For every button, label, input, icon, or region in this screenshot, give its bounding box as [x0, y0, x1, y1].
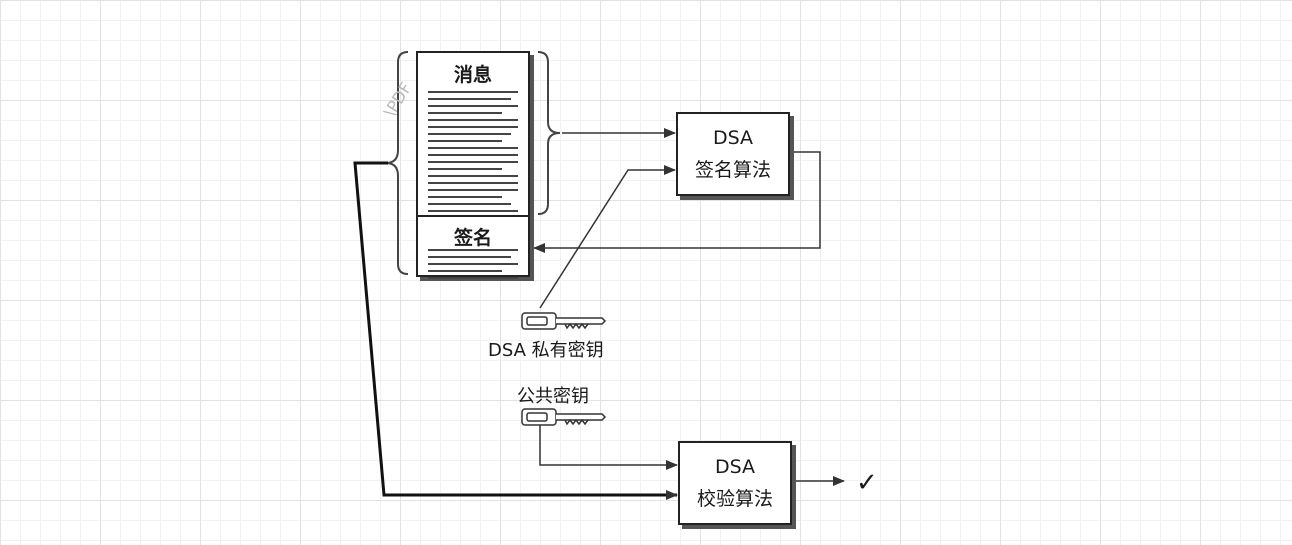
public-key-label: 公共密钥: [517, 386, 589, 407]
signature-text-lines: [428, 249, 518, 284]
text-line: [428, 91, 518, 93]
verify-algorithm-box: DSA 校验算法: [678, 441, 792, 525]
text-line: [428, 263, 518, 265]
text-line: [428, 277, 518, 279]
signature-title: 签名: [453, 227, 492, 249]
text-line: [428, 105, 518, 107]
text-line: [428, 249, 518, 251]
text-line: [428, 182, 518, 184]
text-line: [428, 161, 518, 163]
text-line: [428, 189, 518, 191]
text-line: [428, 98, 511, 100]
valid-check-icon: ✓: [856, 468, 878, 498]
arrow-public-key-to-verify: [539, 425, 678, 470]
text-line: [428, 210, 518, 212]
verify-algorithm-name: DSA: [714, 455, 756, 478]
text-line: [428, 196, 502, 198]
message-text-lines: [428, 91, 518, 217]
public-key-icon: [521, 408, 607, 426]
arrow-sign-to-signature: [533, 151, 821, 253]
private-key-label: DSA 私有密钥: [488, 340, 604, 361]
sign-algorithm-label: 签名算法: [694, 158, 771, 181]
right-brace: [537, 51, 561, 215]
arrow-document-to-verify: [353, 161, 678, 500]
text-line: [428, 140, 502, 142]
arrow-private-key-to-sign: [539, 165, 676, 309]
text-line: [428, 147, 518, 149]
message-title: 消息: [453, 64, 492, 86]
sign-algorithm-box: DSA 签名算法: [676, 112, 790, 196]
text-line: [428, 168, 502, 170]
signed-document: 消息 签名: [416, 51, 530, 279]
text-line: [428, 203, 511, 205]
text-line: [428, 175, 518, 177]
text-line: [428, 112, 502, 114]
text-line: [428, 126, 518, 128]
verify-algorithm-label: 校验算法: [696, 487, 773, 510]
text-line: [428, 256, 511, 258]
text-line: [428, 133, 511, 135]
text-line: [428, 154, 518, 156]
private-key-icon: [521, 312, 607, 330]
sign-algorithm-name: DSA: [712, 126, 754, 149]
text-line: [428, 270, 502, 272]
text-line: [428, 119, 518, 121]
document-divider: [418, 215, 528, 217]
